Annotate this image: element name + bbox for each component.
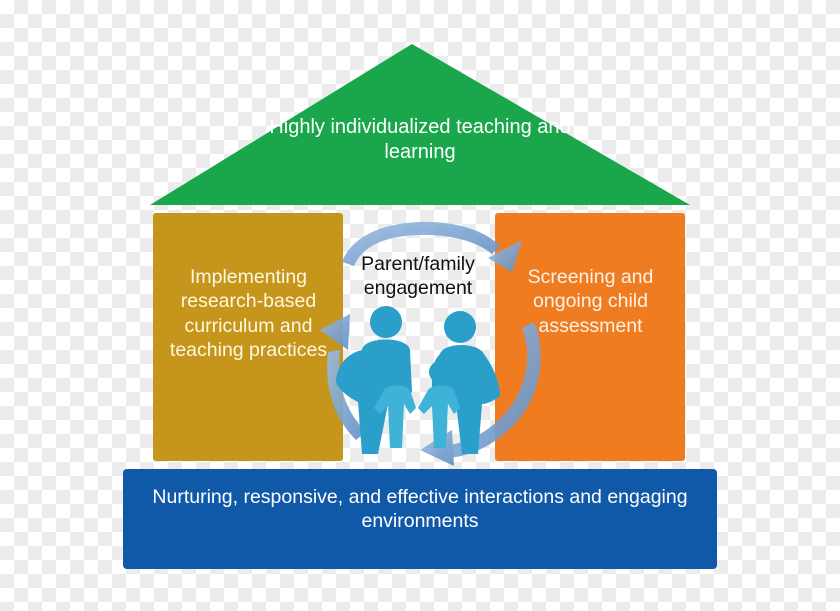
center-label: Parent/family engagement	[361, 253, 475, 300]
right-pillar	[495, 213, 685, 461]
foundation	[123, 469, 717, 569]
left-pillar-label: Implementing research-based curriculum a…	[169, 266, 328, 362]
roof-label: Highly individualized teaching and learn…	[269, 116, 571, 163]
cycle-arrows-icon	[320, 221, 541, 466]
family-icon	[336, 306, 500, 454]
left-pillar	[153, 213, 343, 461]
right-pillar-label: Screening and ongoing child assessment	[527, 266, 654, 337]
roof	[150, 44, 690, 205]
foundation-label: Nurturing, responsive, and effective int…	[152, 486, 688, 533]
